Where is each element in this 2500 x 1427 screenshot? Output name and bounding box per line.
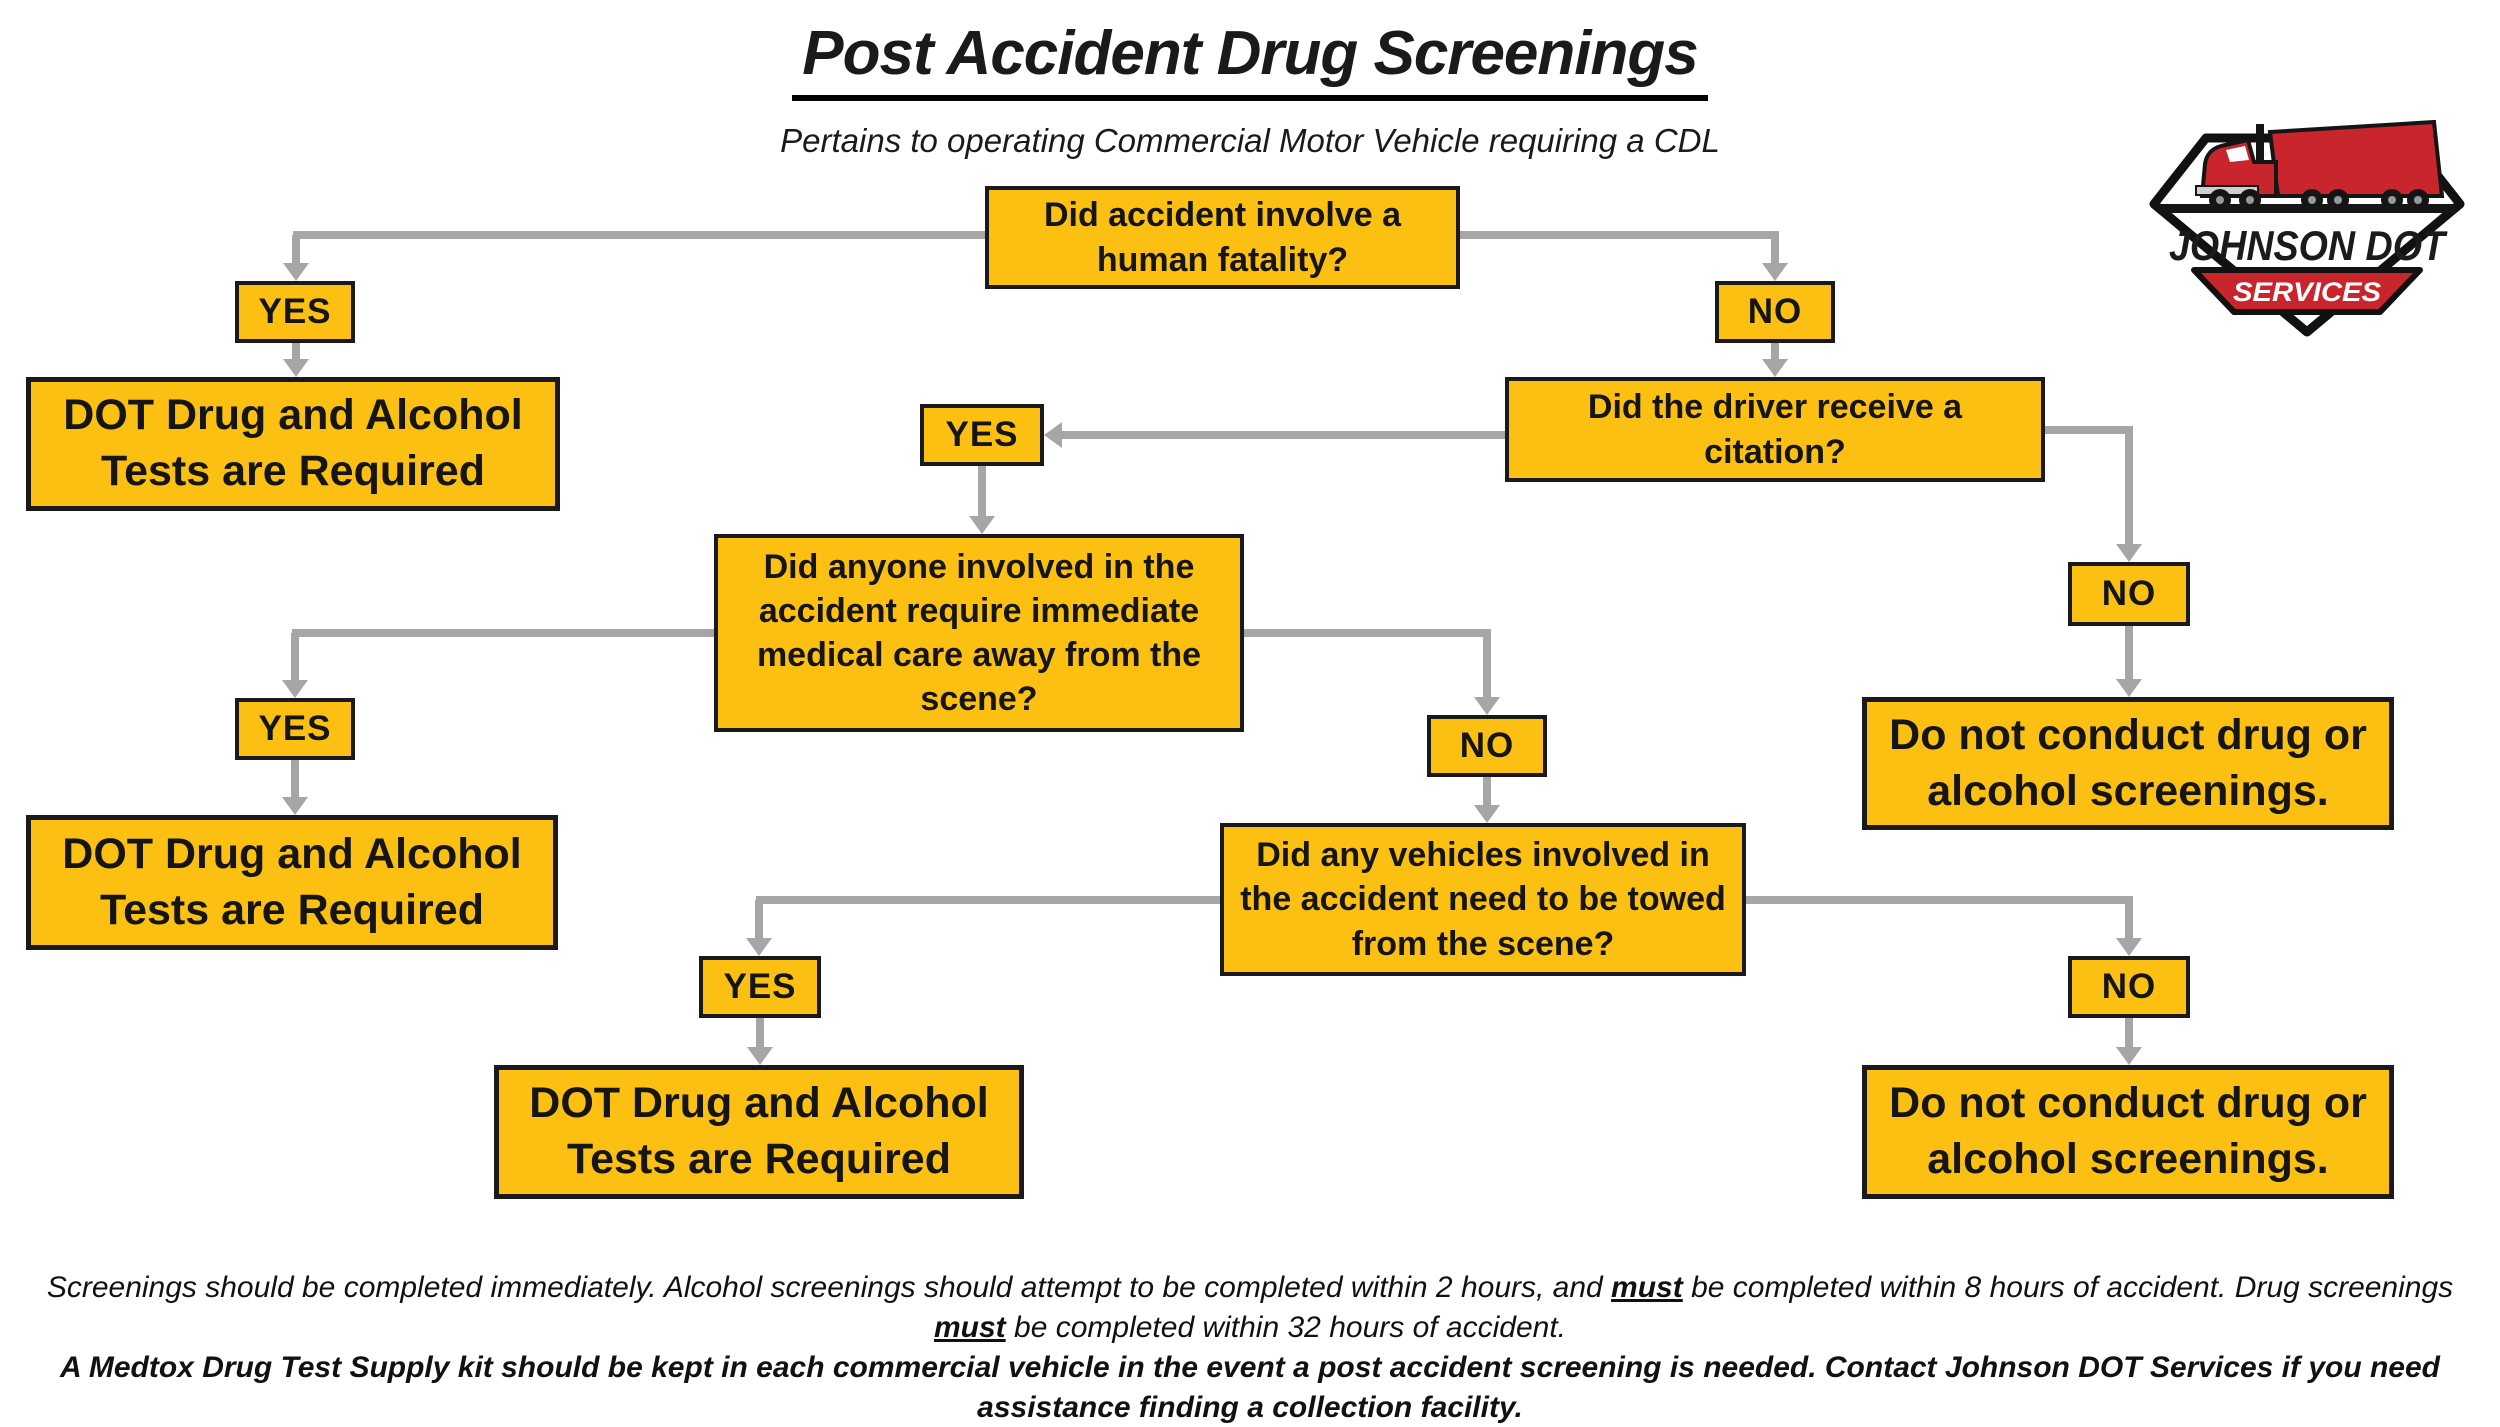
footnote1-seg3: be completed within 32 hours of accident… — [1005, 1310, 1567, 1344]
arrow-down-icon — [2116, 679, 2142, 697]
footnote-screening-times: Screenings should be completed immediate… — [30, 1268, 2470, 1347]
footnote1-must2: must — [933, 1310, 1006, 1344]
flow-connector-line — [1460, 231, 1779, 239]
node-result-tests-required-3: DOT Drug and Alcohol Tests are Required — [494, 1065, 1024, 1199]
flow-connector-line — [1483, 777, 1491, 812]
arrow-down-icon — [747, 1047, 773, 1065]
node-question-towed: Did any vehicles involved in the acciden… — [1220, 823, 1746, 976]
footnote-medtox-kit: A Medtox Drug Test Supply kit should be … — [59, 1351, 2441, 1424]
arrow-down-icon — [282, 797, 308, 815]
arrow-down-icon — [283, 359, 309, 377]
flow-connector-line — [755, 900, 763, 945]
flow-connector-line — [292, 343, 300, 366]
arrow-down-icon — [2116, 544, 2142, 562]
node-result-tests-required-1: DOT Drug and Alcohol Tests are Required — [26, 377, 560, 511]
node-answer-yes-4: YES — [699, 956, 821, 1018]
flow-connector-line — [293, 231, 985, 239]
arrow-down-icon — [1762, 263, 1788, 281]
flow-connector-line — [2125, 626, 2133, 686]
flow-connector-line — [291, 760, 299, 804]
logo-ribbon — [2191, 267, 2423, 315]
node-answer-yes-3: YES — [235, 698, 355, 760]
arrow-down-icon — [2116, 1047, 2142, 1065]
node-answer-no-3: NO — [2068, 562, 2190, 626]
arrow-down-icon — [282, 680, 308, 698]
flow-connector-line — [2125, 900, 2133, 945]
page-title: Post Accident Drug Screenings — [0, 18, 2500, 101]
arrow-down-icon — [283, 263, 309, 281]
arrow-down-icon — [969, 516, 995, 534]
johnson-dot-logo: JOHNSON DOT SERVICES — [2149, 119, 2465, 337]
flow-connector-line — [1244, 629, 1491, 637]
page-title-text: Post Accident Drug Screenings — [792, 18, 1708, 101]
node-answer-no-4: NO — [2068, 956, 2190, 1018]
node-question-fatality: Did accident involve a human fatality? — [985, 186, 1460, 289]
arrow-down-icon — [746, 938, 772, 956]
page-subtitle: Pertains to operating Commercial Motor V… — [780, 122, 1720, 159]
arrow-down-icon — [1762, 359, 1788, 377]
flow-connector-line — [756, 1018, 764, 1054]
flow-connector-line — [2125, 1018, 2133, 1054]
node-answer-yes-1: YES — [235, 281, 355, 343]
node-result-tests-required-2: DOT Drug and Alcohol Tests are Required — [26, 815, 558, 950]
arrow-down-icon — [2116, 938, 2142, 956]
footnote1-seg1: Screenings should be completed immediate… — [46, 1271, 1612, 1304]
node-answer-no-2: NO — [1427, 715, 1547, 777]
flow-connector-line — [2045, 426, 2133, 434]
flow-connector-line — [292, 235, 300, 272]
footnote1-must1: must — [1611, 1271, 1683, 1304]
flow-connector-line — [1483, 633, 1491, 704]
node-answer-yes-2: YES — [920, 404, 1044, 466]
flow-connector-line — [1062, 431, 1505, 439]
flow-connector-line — [756, 896, 1220, 904]
flow-connector-line — [292, 629, 714, 637]
node-result-no-screening-1: Do not conduct drug or alcohol screening… — [1862, 697, 2394, 830]
logo-subtitle: SERVICES — [2233, 277, 2381, 307]
logo-title: JOHNSON DOT — [2169, 222, 2448, 269]
footnote1-seg2: be completed within 8 hours of accident.… — [1682, 1271, 2454, 1304]
flow-connector-line — [1771, 235, 1779, 272]
flow-connector-line — [978, 466, 986, 523]
flow-connector-line — [1771, 343, 1779, 366]
node-answer-no-1: NO — [1715, 281, 1835, 343]
truck-icon — [2158, 119, 2456, 213]
node-question-medical-care: Did anyone involved in the accident requ… — [714, 534, 1244, 732]
flow-connector-line — [2125, 430, 2133, 551]
node-question-citation: Did the driver receive a citation? — [1505, 377, 2045, 482]
arrow-down-icon — [1474, 805, 1500, 823]
node-result-no-screening-2: Do not conduct drug or alcohol screening… — [1862, 1065, 2394, 1199]
arrow-down-icon — [1474, 697, 1500, 715]
flow-connector-line — [1746, 896, 2133, 904]
flow-connector-line — [291, 633, 299, 687]
arrow-left-icon — [1044, 422, 1062, 448]
